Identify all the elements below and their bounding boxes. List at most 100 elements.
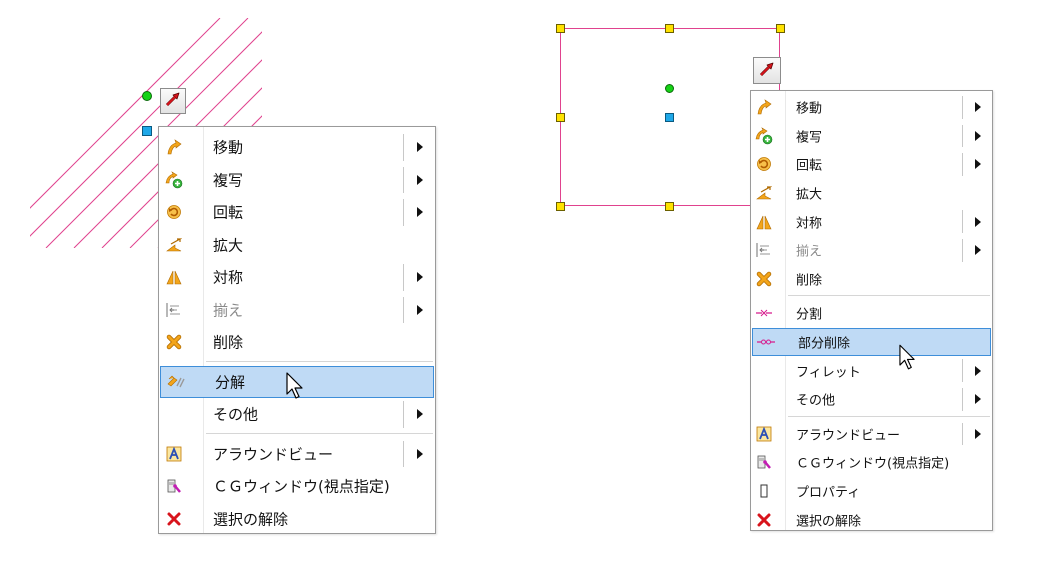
menu-item-scale[interactable]: 拡大: [751, 179, 992, 208]
menu-item-copy[interactable]: 複写: [751, 122, 992, 151]
submenu-arrow-icon: [975, 428, 981, 439]
menu-item-label: 部分削除: [798, 336, 851, 352]
menu-item-split[interactable]: 分割: [751, 299, 992, 328]
menu-item-move[interactable]: 移動: [751, 93, 992, 122]
context-menu-right: 移動複写回転拡大対称揃え削除分割部分削除フィレットその他アラウンドビュー ＣＧウィ…: [750, 90, 993, 531]
menu-separator: [788, 295, 990, 297]
menu-item-delete[interactable]: 削除: [751, 265, 992, 294]
delete-icon: [165, 333, 183, 351]
split-icon: [755, 304, 773, 322]
menu-item-label: 移動: [796, 101, 823, 117]
mouse-cursor-icon: [286, 372, 304, 404]
submenu-arrow-icon: [975, 159, 981, 170]
submenu-arrow-icon: [417, 409, 423, 420]
submenu-divider: [403, 440, 404, 467]
menu-item-cg-window[interactable]: ＣＧウィンドウ(視点指定): [751, 448, 992, 477]
menu-item-label: 分解: [215, 373, 246, 392]
rotate-icon: [165, 203, 183, 221]
menu-item-deselect[interactable]: 選択の解除: [159, 503, 435, 536]
base-point-handle[interactable]: [142, 126, 152, 136]
around-view-icon: [165, 445, 183, 463]
menu-item-scale[interactable]: 拡大: [159, 229, 435, 262]
resize-handle-bottom-left[interactable]: [556, 202, 565, 211]
resize-handle-top-left[interactable]: [556, 24, 565, 33]
menu-item-mirror[interactable]: 対称: [751, 207, 992, 236]
submenu-divider: [962, 359, 963, 382]
resize-handle-top-middle[interactable]: [665, 24, 674, 33]
submenu-arrow-icon: [417, 304, 423, 315]
submenu-divider: [962, 124, 963, 148]
context-menu-trigger-button-right[interactable]: [753, 57, 781, 84]
icon-column: [751, 91, 786, 530]
context-menu-trigger-button[interactable]: [160, 88, 186, 114]
menu-item-around-view[interactable]: アラウンドビュー: [751, 420, 992, 449]
resize-handle-bottom-middle[interactable]: [665, 202, 674, 211]
cg-window-icon: [165, 477, 183, 495]
menu-item-delete[interactable]: 削除: [159, 326, 435, 359]
mouse-cursor-icon-right: [899, 344, 916, 375]
menu-item-around-view[interactable]: アラウンドビュー: [159, 438, 435, 471]
submenu-divider: [403, 264, 404, 291]
submenu-divider: [403, 401, 404, 428]
move-icon: [165, 138, 183, 156]
mirror-icon: [165, 268, 183, 286]
menu-item-label: その他: [213, 405, 259, 424]
menu-item-rotate[interactable]: 回転: [751, 150, 992, 179]
submenu-arrow-icon: [975, 102, 981, 113]
copy-icon: [165, 170, 183, 189]
menu-item-label: 選択の解除: [213, 510, 289, 529]
menu-item-align[interactable]: 揃え: [159, 294, 435, 327]
menu-item-mirror[interactable]: 対称: [159, 261, 435, 294]
submenu-arrow-icon: [417, 272, 423, 283]
scale-icon: [165, 236, 183, 254]
submenu-divider: [962, 422, 963, 446]
menu-item-label: 拡大: [796, 187, 823, 203]
submenu-arrow-icon: [417, 448, 423, 459]
menu-item-label: プロパティ: [796, 485, 861, 501]
submenu-divider: [962, 239, 963, 262]
submenu-divider: [962, 388, 963, 411]
menu-item-copy[interactable]: 複写: [159, 164, 435, 197]
menu-item-label: 対称: [796, 216, 823, 232]
submenu-divider: [403, 296, 404, 323]
menu-item-label: 回転: [213, 203, 244, 222]
resize-handle-top-right[interactable]: [776, 24, 785, 33]
menu-item-label: 移動: [213, 138, 244, 157]
submenu-arrow-icon: [417, 174, 423, 185]
resize-handle-middle-left[interactable]: [556, 113, 565, 122]
menu-item-deselect[interactable]: 選択の解除: [751, 505, 992, 534]
base-point-handle-right[interactable]: [665, 113, 674, 122]
menu-item-other10[interactable]: その他: [751, 385, 992, 414]
submenu-divider: [403, 199, 404, 226]
menu-item-properties[interactable]: プロパティ: [751, 477, 992, 506]
align-icon: [165, 301, 183, 319]
submenu-divider: [962, 210, 963, 233]
menu-item-other8[interactable]: その他: [159, 398, 435, 431]
menu-item-label: 揃え: [796, 244, 823, 260]
red-arrow-icon: [164, 90, 182, 112]
submenu-divider: [403, 166, 404, 193]
center-point-handle[interactable]: [142, 91, 152, 101]
submenu-arrow-icon: [417, 207, 423, 218]
menu-item-label: 対称: [213, 268, 244, 287]
move-icon: [755, 98, 773, 116]
menu-item-other9[interactable]: フィレット: [751, 356, 992, 385]
submenu-arrow-icon: [975, 394, 981, 405]
submenu-divider: [403, 134, 404, 161]
menu-item-label: 分割: [796, 307, 823, 323]
menu-item-rotate[interactable]: 回転: [159, 196, 435, 229]
menu-item-label: ＣＧウィンドウ(視点指定): [796, 456, 950, 472]
submenu-divider: [962, 96, 963, 119]
menu-item-label: 揃え: [213, 301, 244, 320]
scale-icon: [755, 184, 773, 202]
menu-item-label: アラウンドビュー: [796, 428, 901, 444]
menu-item-label: ＣＧウィンドウ(視点指定): [213, 477, 390, 496]
menu-item-move[interactable]: 移動: [159, 131, 435, 164]
menu-item-align[interactable]: 揃え: [751, 236, 992, 265]
submenu-arrow-icon: [975, 245, 981, 256]
menu-item-cg-window[interactable]: ＣＧウィンドウ(視点指定): [159, 470, 435, 503]
center-point-handle-right[interactable]: [665, 84, 674, 93]
menu-item-label: 複写: [796, 130, 823, 146]
menu-item-label: 複写: [213, 171, 244, 190]
menu-item-partial-delete[interactable]: 部分削除: [752, 327, 991, 357]
